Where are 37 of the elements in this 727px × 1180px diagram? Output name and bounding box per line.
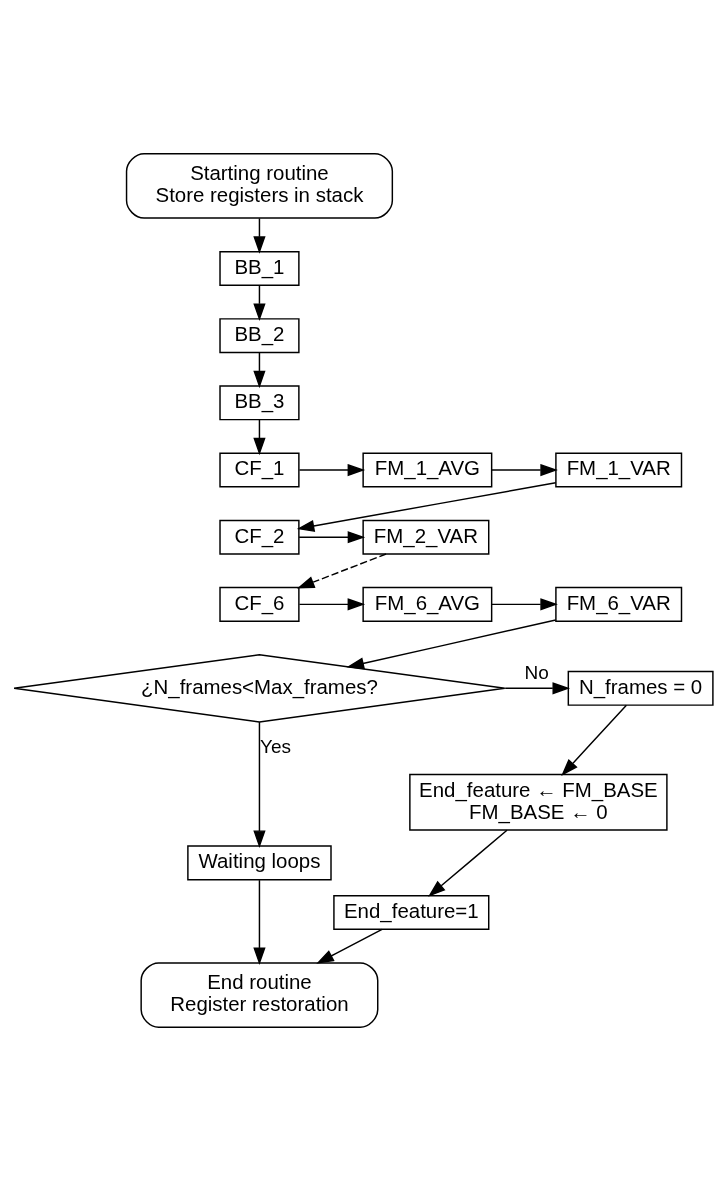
edge-label: Yes — [260, 735, 291, 757]
node-box: CF_6 — [219, 586, 300, 622]
node-box: CF_1 — [219, 452, 300, 488]
arrow — [253, 351, 266, 388]
node-box: FM_6_VAR — [555, 586, 683, 622]
node-box: FM_2_VAR — [362, 519, 490, 555]
arrow — [346, 618, 557, 669]
node-box: FM_1_AVG — [362, 452, 493, 488]
arrow — [490, 463, 558, 476]
arrow — [253, 418, 266, 455]
node-box: End_feature=1 — [333, 894, 490, 930]
arrow — [298, 530, 366, 543]
node-box: FM_6_AVG — [362, 586, 493, 622]
arrow — [504, 681, 570, 694]
arrow — [296, 481, 557, 532]
arrow — [428, 829, 508, 897]
arrow — [253, 284, 266, 321]
arrow — [561, 704, 628, 776]
arrow — [296, 552, 387, 588]
node-box: FM_1_VAR — [555, 452, 683, 488]
node-box: BB_1 — [219, 250, 300, 286]
node-box: BB_2 — [219, 317, 300, 353]
node-box: End_feature ← FM_BASE FM_BASE ← 0 — [409, 773, 668, 831]
node-box: CF_2 — [219, 519, 300, 555]
node-box: End routine Register restoration — [140, 961, 379, 1028]
arrow — [490, 597, 558, 610]
arrow — [253, 720, 266, 848]
node-box: N_frames = 0 — [567, 670, 714, 706]
arrow — [316, 928, 383, 964]
node-box: Waiting loops — [187, 844, 332, 880]
arrow — [298, 463, 366, 476]
arrow — [298, 597, 366, 610]
edge-label: No — [524, 661, 549, 683]
arrow — [253, 878, 266, 965]
node-box: BB_3 — [219, 384, 300, 420]
node-box: Starting routine Store registers in stack — [125, 152, 394, 219]
arrow — [253, 217, 266, 254]
